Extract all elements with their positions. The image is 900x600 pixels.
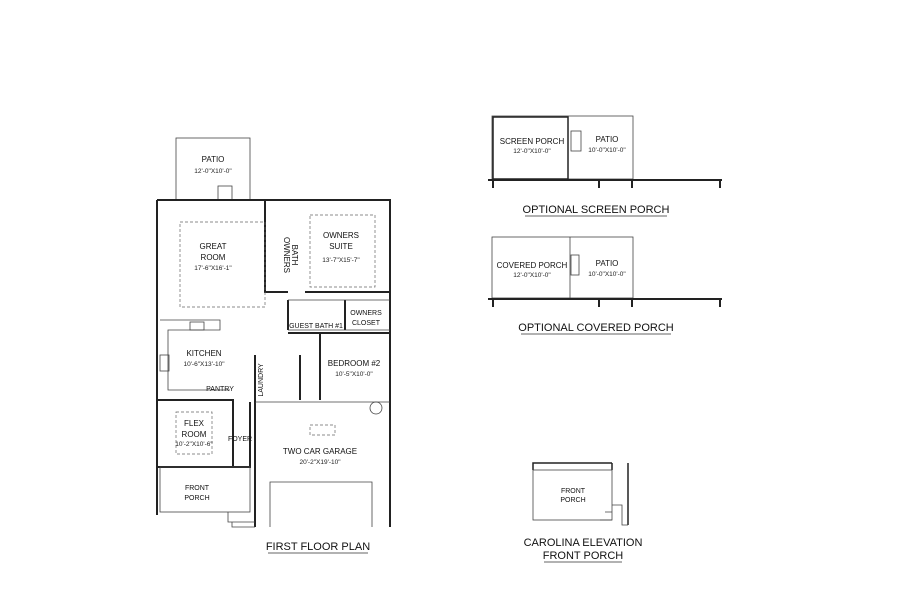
pantry-label: PANTRY: [206, 386, 234, 393]
carolina-title: CAROLINA ELEVATION: [524, 537, 643, 549]
foyer-label: FOYER: [228, 436, 252, 443]
bath-walls: [288, 299, 390, 331]
great-room-dims: 17'-6"X16'-1": [194, 265, 232, 272]
screen-patio-dims: 10'-0"X10'-0": [588, 147, 626, 154]
range: [159, 354, 170, 372]
screen-porch-dims: 12'-0"X10'-0": [513, 148, 551, 155]
covered-patio-dims: 10'-0"X10'-0": [588, 271, 626, 278]
first-floor-title: FIRST FLOOR PLAN: [266, 541, 370, 553]
covered-porch-label: COVERED PORCH: [497, 261, 568, 270]
front-porch-outline: [159, 466, 251, 513]
garage-label: TWO CAR GARAGE: [283, 447, 357, 456]
covered-porch-dims: 12'-0"X10'-0": [513, 272, 551, 279]
patio-dims: 12'-0"X10'-0": [194, 168, 232, 175]
kitchen-label: KITCHEN: [186, 349, 221, 358]
house-rear-wall: [488, 179, 722, 188]
screen-porch-label: SCREEN PORCH: [500, 137, 565, 146]
front-porch-label: FRONT: [185, 485, 210, 492]
carolina-porch-outline: [532, 469, 613, 521]
great-room-label: GREAT: [200, 242, 227, 251]
flex-room-label-2: ROOM: [182, 430, 207, 439]
attic-access: [309, 424, 336, 436]
owners-closet-label: OWNERS: [350, 310, 382, 317]
flex-room-label: FLEX: [184, 419, 205, 428]
owners-suite-dims: 13'-7"X15'-7": [322, 257, 360, 264]
kitchen-dims: 10'-6"X13'-10": [183, 361, 225, 368]
sink: [189, 321, 205, 331]
owners-suite-ceiling: [309, 214, 376, 288]
owners-bath-label-2: BATH: [290, 245, 299, 266]
carolina-subtitle: FRONT PORCH: [543, 550, 624, 562]
carolina-porch-label-2: PORCH: [560, 497, 585, 504]
first-floor-plan: PATIO 12'-0"X10'-0" GREAT ROOM 17'-6"X16…: [156, 137, 391, 554]
owners-bath-label: OWNERS: [282, 237, 291, 273]
screen-porch-steps: [570, 130, 582, 152]
bedroom2-label: BEDROOM #2: [328, 359, 381, 368]
bedroom2-dims: 10'-5"X10'-0": [335, 371, 373, 378]
patio-steps: [217, 185, 233, 201]
carolina-porch-label: FRONT: [561, 488, 586, 495]
flex-room-dims: 10'-2"X10'-6": [175, 441, 213, 448]
front-steps: [227, 512, 255, 528]
garage-walls: [254, 402, 391, 527]
house-rear-wall: [488, 298, 722, 307]
guest-bath-label: GUEST BATH #1: [289, 323, 343, 330]
great-room-label-2: ROOM: [201, 253, 226, 262]
exterior-walls: [156, 199, 391, 515]
front-porch-label-2: PORCH: [184, 495, 209, 502]
owners-closet-label-2: CLOSET: [352, 320, 381, 327]
owners-suite-label-2: SUITE: [329, 242, 353, 251]
optional-screen-porch-plan: SCREEN PORCH 12'-0"X10'-0" PATIO 10'-0"X…: [488, 115, 722, 217]
patio-label: PATIO: [202, 155, 225, 164]
covered-porch-steps: [570, 254, 580, 276]
owners-suite-label: OWNERS: [323, 231, 359, 240]
carolina-walls: [532, 462, 629, 525]
screen-patio-label: PATIO: [596, 135, 619, 144]
carolina-steps: [600, 504, 628, 526]
carolina-elevation-plan: FRONT PORCH CAROLINA ELEVATION FRONT POR…: [524, 462, 643, 563]
covered-patio-label: PATIO: [596, 259, 619, 268]
great-room-ceiling: [179, 221, 266, 308]
laundry-label: LAUNDRY: [258, 363, 265, 397]
optional-covered-porch-plan: COVERED PORCH 12'-0"X10'-0" PATIO 10'-0"…: [488, 236, 722, 335]
covered-porch-title: OPTIONAL COVERED PORCH: [518, 322, 674, 334]
screen-porch-title: OPTIONAL SCREEN PORCH: [523, 204, 670, 216]
garage-dims: 20'-2"X19'-10": [299, 459, 341, 466]
garage-door: [255, 401, 390, 527]
flex-ceiling: [175, 411, 213, 455]
water-heater: [369, 401, 383, 415]
